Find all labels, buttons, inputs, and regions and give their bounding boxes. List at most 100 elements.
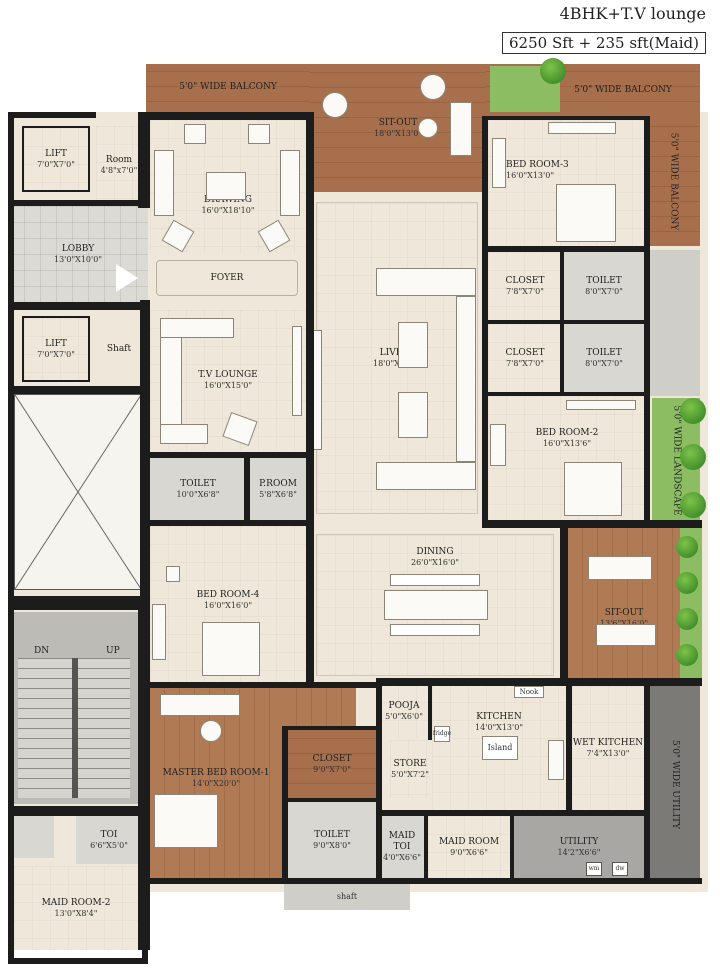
lobby-label: LOBBY — [61, 243, 95, 254]
wall — [482, 520, 702, 528]
tree-icon — [676, 608, 698, 630]
wall — [138, 600, 150, 950]
side-table-icon — [200, 720, 222, 742]
toilet-1-label: TOILET — [586, 275, 622, 286]
coffee-table-icon — [398, 322, 428, 368]
sectional-sofa-icon — [160, 318, 234, 338]
bench-icon — [450, 102, 472, 156]
wall — [146, 452, 310, 458]
wet-kitchen-label: WET KITCHEN — [572, 737, 644, 748]
wall — [8, 200, 148, 206]
closet-2-label: CLOSET — [505, 347, 545, 358]
round-table-icon — [418, 118, 438, 138]
small-room-dim: 4'8"x7'0" — [100, 165, 138, 175]
wall — [424, 816, 428, 878]
bedroom-2-label: BED ROOM-2 — [535, 427, 599, 438]
tree-icon — [680, 398, 706, 424]
dresser-icon — [492, 138, 506, 188]
dw-label: dw — [615, 865, 625, 872]
wall — [140, 300, 150, 600]
sitout-right: SIT-OUT 13'6"X16'0" — [568, 528, 680, 678]
closet-1-dim: 7'8"X7'0" — [506, 286, 544, 296]
wall — [306, 526, 314, 686]
powder-room: P.ROOM 5'8"X6'8" — [250, 458, 306, 520]
sitout-top-dim: 18'0"X13'0" — [374, 128, 422, 138]
master-bedroom-nook — [282, 688, 356, 728]
wall — [8, 596, 150, 610]
small-room-label: Room — [105, 154, 133, 165]
kitchen-dim: 14'0"X13'0" — [475, 723, 523, 732]
closet-3-dim: 9'0"X7'0" — [313, 764, 351, 774]
fridge-label: fridge — [432, 730, 452, 737]
stair-up-label: UP — [106, 646, 120, 656]
armchair-icon — [248, 124, 270, 144]
wall — [566, 686, 572, 810]
stove-icon — [548, 740, 564, 780]
stair-divider — [72, 658, 78, 798]
wall — [482, 116, 646, 120]
sofa-icon — [456, 296, 476, 462]
wall — [8, 806, 150, 816]
plan-title: 4BHK+T.V lounge — [559, 4, 706, 23]
sofa-icon — [154, 150, 174, 216]
wall — [482, 246, 650, 252]
fridge: fridge — [432, 726, 452, 742]
outdoor-table-icon — [588, 556, 652, 580]
shaft-1-label: Shaft — [106, 343, 132, 354]
hedge-strip — [680, 528, 702, 678]
bed-icon — [564, 462, 622, 516]
toilet-1: TOILET 8'0"X7'0" — [564, 252, 644, 320]
bed-icon — [556, 184, 616, 242]
lift-2-dim: 7'0"X7'0" — [37, 349, 75, 359]
balcony-right-side: 5'0" WIDE BALCONY — [646, 116, 700, 246]
utility-dim: 14'2"X6'6" — [557, 847, 601, 857]
master-bedroom: MASTER BED ROOM-1 14'0"X20'0" — [150, 688, 282, 878]
lift-1: LIFT 7'0"X7'0" — [22, 126, 90, 192]
wall — [146, 682, 380, 688]
utility-side: 5'0" WIDE UTILITY — [648, 686, 700, 882]
wardrobe-icon — [152, 604, 166, 660]
closet-3-label: CLOSET — [312, 753, 352, 764]
chair-icon — [166, 566, 180, 582]
lift-2: LIFT 7'0"X7'0" — [22, 316, 90, 382]
lift-1-dim: 7'0"X7'0" — [37, 159, 75, 169]
wall — [146, 878, 702, 884]
foyer-label: FOYER — [210, 272, 244, 283]
tree-icon — [676, 536, 698, 558]
store-label: STORE — [393, 758, 427, 769]
wet-kitchen-dim: 7'4"X13'0" — [586, 748, 630, 758]
chair-icon — [322, 92, 348, 118]
utility-label: UTILITY — [559, 836, 599, 847]
wall — [644, 686, 650, 880]
toilet-5-dim: 6'6"X5'0" — [90, 840, 128, 850]
bedroom-2-dim: 16'0"X13'6" — [543, 438, 591, 448]
bed-icon — [202, 622, 260, 676]
toilet-4-dim: 9'0"X8'0" — [313, 840, 351, 850]
store-room: STORE 5'0"X7'2" — [390, 740, 430, 798]
toilet-2-dim: 8'0"X7'0" — [585, 358, 623, 368]
armchair-icon — [184, 124, 206, 144]
maid-room-2-label: MAID ROOM-2 — [41, 897, 111, 908]
bedroom-4-label: BED ROOM-4 — [196, 590, 260, 600]
bench-icon — [596, 624, 656, 646]
washing-machine: wm — [586, 862, 602, 876]
chairs-row-icon — [390, 624, 480, 636]
toilet-5-label: TOI — [100, 829, 118, 840]
closet-2: CLOSET 7'8"X7'0" — [488, 324, 562, 392]
plan-area: 6250 Sft + 235 sft(Maid) — [502, 32, 706, 54]
lobby-dim: 13'0"X10'0" — [54, 254, 102, 264]
wm-label: wm — [588, 865, 600, 872]
wall — [376, 810, 650, 816]
wall — [146, 112, 310, 120]
chairs-row-icon — [390, 574, 480, 586]
tv-unit-icon — [292, 326, 302, 416]
lift-2-label: LIFT — [45, 338, 67, 349]
wall — [284, 726, 376, 730]
toilet-5: TOI 6'6"X5'0" — [76, 816, 142, 864]
wall — [146, 520, 314, 526]
tree-icon — [676, 572, 698, 594]
dining-table-icon — [384, 590, 488, 620]
tv-lounge-label: T.V LOUNGE — [198, 369, 258, 380]
sectional-sofa-icon — [160, 424, 208, 444]
tv-lounge-dim: 16'0"X15'0" — [204, 380, 252, 390]
